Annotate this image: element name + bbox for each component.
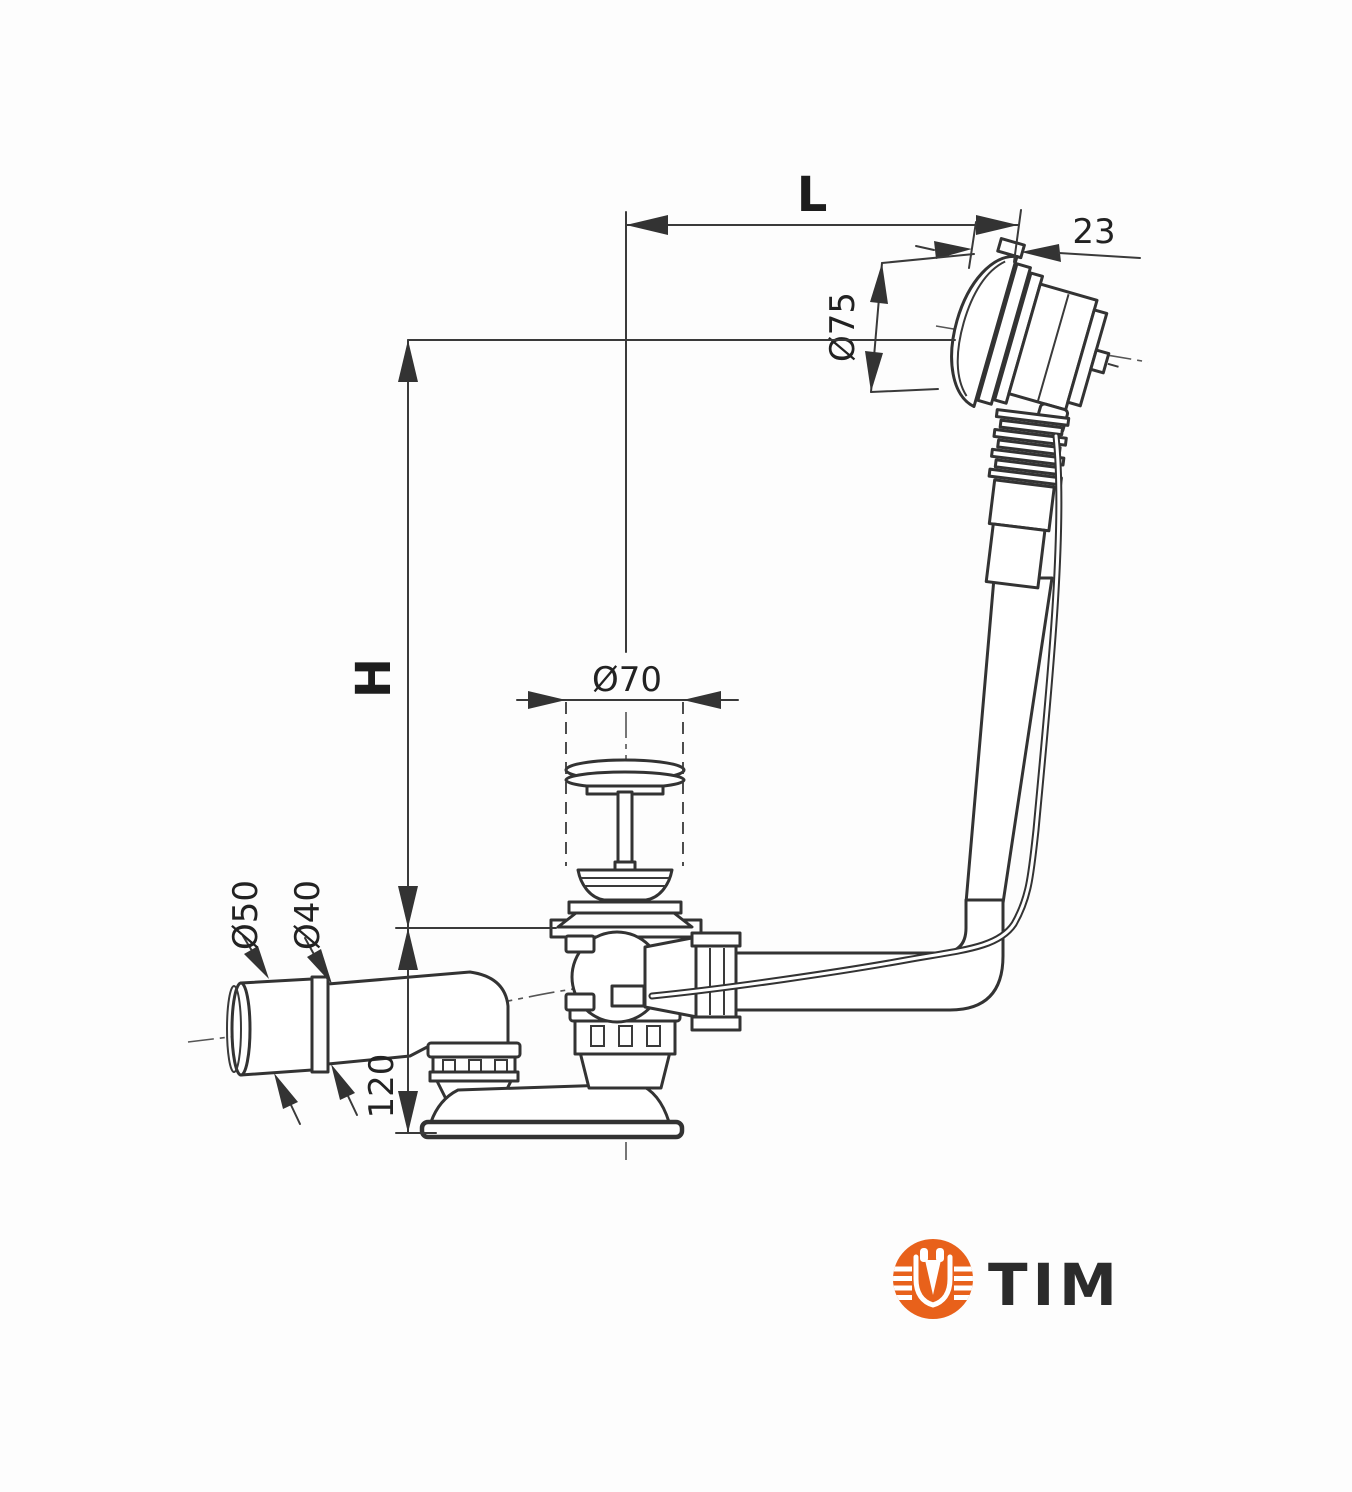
- tim-logo-stripes: [893, 1266, 973, 1300]
- label-L: L: [797, 167, 828, 223]
- plug-stem: [616, 790, 634, 866]
- tim-logo: TIM: [893, 1239, 1122, 1319]
- outlet-pipe-d50: [239, 977, 314, 1077]
- siphon-nut-slot: [590, 1025, 605, 1047]
- overflow-down-pipe: [964, 576, 1054, 905]
- siphon-lug-bottom: [564, 992, 596, 1012]
- label-d40: Ø40: [288, 880, 328, 950]
- waste-plug: [556, 758, 694, 929]
- outlet-end-face-inner: [226, 985, 242, 1073]
- dim-trim-d75: Ø75: [823, 253, 975, 393]
- union-nut-body: [694, 944, 738, 1019]
- overflow-elbow-pipe: [731, 898, 1005, 1012]
- strainer-flange: [556, 911, 694, 929]
- tim-emblem-shield: [913, 1254, 953, 1308]
- label-d70: Ø70: [592, 660, 662, 700]
- outlet-pipe-d40-elbow: [326, 970, 510, 1066]
- tim-emblem-bar: [936, 1248, 944, 1262]
- head-screw: [1089, 348, 1111, 375]
- label-d50: Ø50: [226, 880, 266, 950]
- label-23: 23: [1072, 212, 1115, 252]
- label-H: H: [346, 658, 402, 698]
- head-tab: [996, 237, 1026, 260]
- outlet-nut-lip: [426, 1041, 522, 1059]
- dim-plug-d70: Ø70: [516, 660, 739, 866]
- siphon-nut-slot: [646, 1025, 661, 1047]
- head-ring-1: [976, 262, 1032, 406]
- tim-emblem-bar: [920, 1248, 928, 1262]
- head-lens-rim: [956, 260, 1006, 397]
- siphon-nut-slot: [618, 1025, 633, 1047]
- head-body-edge: [1036, 293, 1070, 403]
- hose-rib: [990, 447, 1066, 467]
- head-lens: [950, 255, 1019, 409]
- siphon-lower-skirt: [578, 1050, 672, 1090]
- dim-outlet-d40: Ø40: [288, 880, 358, 1116]
- siphon-lug-top: [564, 934, 596, 954]
- hose-rib: [994, 408, 1071, 427]
- hose-rib: [998, 418, 1065, 437]
- siphon-outlet-cone: [643, 935, 699, 1019]
- dim-length-L: L: [625, 167, 1022, 653]
- dim-outlet-d50: Ø50: [226, 880, 301, 1125]
- overflow-pipe: [731, 576, 1054, 1012]
- dimensions: L 23 Ø75 H: [226, 167, 1141, 1134]
- tim-logo-text: TIM: [988, 1251, 1122, 1319]
- base-plate: [419, 1119, 685, 1140]
- label-d75: Ø75: [823, 292, 863, 362]
- union-nut-lip-bottom: [690, 1015, 742, 1032]
- hose-rib: [992, 427, 1068, 447]
- dim-foot-120: 120: [362, 927, 437, 1134]
- head-screw-tip: [1107, 362, 1119, 368]
- dim-height-H: H: [346, 339, 956, 929]
- label-120: 120: [362, 1054, 402, 1119]
- overflow-hose: [984, 408, 1071, 590]
- strainer-plate: [567, 900, 683, 915]
- base-flange: [419, 1082, 685, 1140]
- union-nut-lip-top: [690, 931, 742, 948]
- cable-inner: [650, 434, 1061, 998]
- cable-end-fitting: [610, 984, 646, 1008]
- union-nut-ridges: [709, 948, 725, 1015]
- hose-coupling-upper: [987, 478, 1056, 533]
- dim-depth-23: 23: [915, 212, 1141, 269]
- overflow-head: [950, 237, 1119, 435]
- strainer-rings: [581, 877, 669, 887]
- base-bell: [429, 1082, 671, 1124]
- control-cable: [610, 432, 1063, 1008]
- hose-coupling-lower: [984, 522, 1047, 590]
- tim-emblem-v: [925, 1260, 941, 1295]
- outlet-collar: [310, 975, 330, 1074]
